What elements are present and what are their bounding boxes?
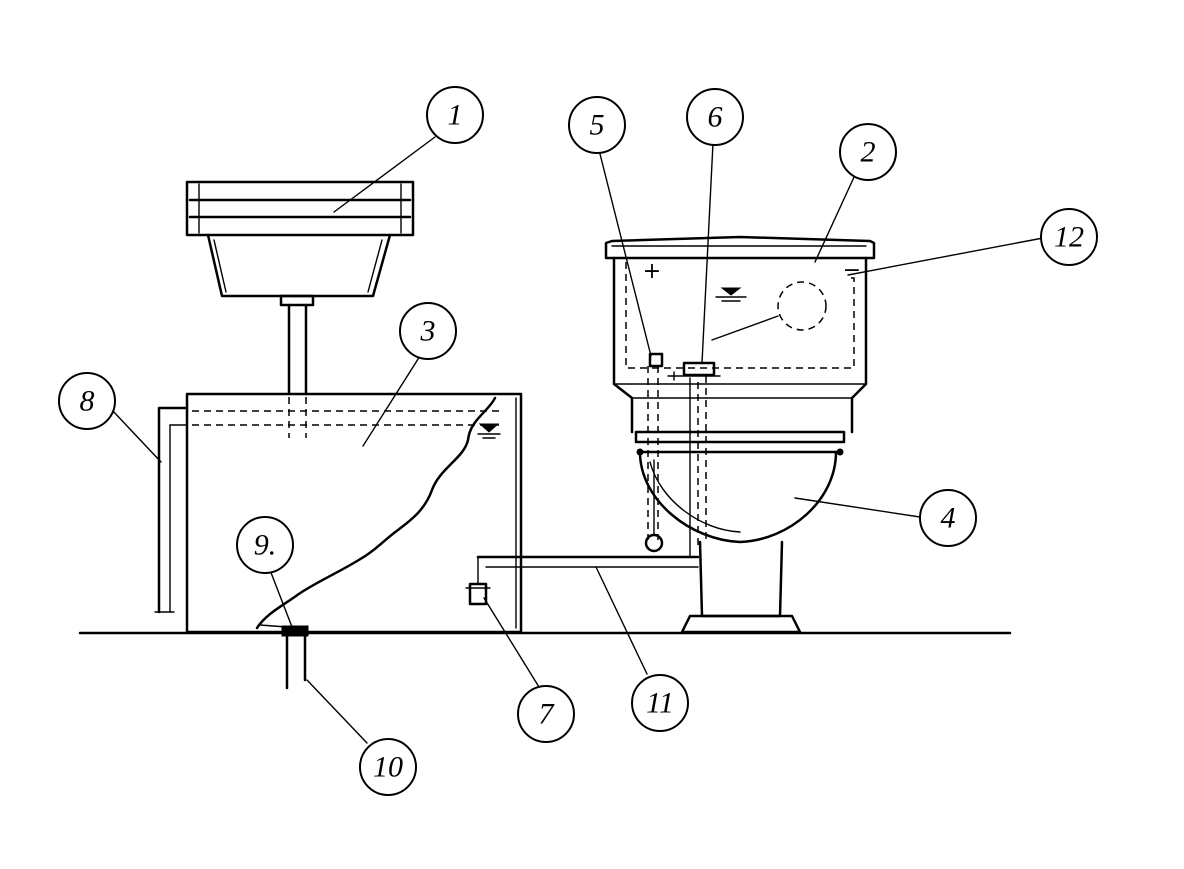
leader-9: [269, 569, 293, 628]
leader-7: [483, 597, 540, 688]
cistern-inner-tank: [625, 262, 855, 369]
fill-valve-6: [682, 361, 716, 377]
cistern-right-wall: [850, 256, 868, 434]
basin-bowl-inner-right: [367, 239, 383, 293]
callout-10: 10: [359, 738, 417, 796]
minus-sign: −: [843, 258, 861, 283]
leader-12: [847, 237, 1044, 276]
leader-8: [111, 409, 162, 463]
callout-5-label: 5: [590, 109, 605, 142]
bowl-body: [638, 450, 838, 544]
wash-basin: [185, 180, 415, 438]
callout-5: 5: [568, 96, 626, 154]
rim-bolt-right: [836, 448, 844, 456]
leader-lines: [111, 136, 1044, 744]
overflow-pipe: [154, 406, 189, 614]
switch-5: [648, 352, 664, 368]
toilet-cistern: + −: [604, 235, 876, 540]
cistern-lid: [604, 235, 876, 260]
callout-4-label: 4: [941, 502, 956, 535]
float-arm: [711, 315, 779, 341]
callout-10-label: 10: [373, 751, 403, 784]
bowl-inner-curve: [649, 461, 741, 533]
callout-6-label: 6: [708, 101, 723, 134]
pedestal: [698, 540, 784, 618]
leader-11: [595, 566, 648, 675]
water-level-symbol: [477, 423, 501, 439]
callout-2-label: 2: [861, 136, 876, 169]
callout-8: 8: [58, 372, 116, 430]
plus-sign: +: [643, 259, 661, 284]
cutaway-break-line: [255, 396, 497, 630]
leader-10: [306, 679, 368, 744]
leader-4: [794, 497, 921, 518]
callout-1: 1: [426, 86, 484, 144]
pump-and-supply: [465, 377, 700, 606]
callout-7: 7: [517, 685, 575, 743]
basin-bowl: [206, 233, 392, 298]
overflow-pipe-inner: [169, 424, 188, 613]
callout-6: 6: [686, 88, 744, 146]
leader-1: [333, 136, 436, 213]
grey-water-tank: [185, 392, 523, 634]
float-ball: [777, 281, 827, 331]
tank-body: [185, 392, 523, 634]
bowl-seat: [634, 430, 846, 444]
leader-6: [701, 142, 714, 364]
callout-11: 11: [631, 674, 689, 732]
cistern-water-level-symbol: [715, 287, 747, 302]
callout-12-label: 12: [1054, 221, 1084, 254]
callout-2: 2: [839, 123, 897, 181]
pedestal-base: [680, 614, 802, 634]
callout-3-label: 3: [420, 315, 436, 348]
pump: [468, 582, 488, 606]
callout-1-label: 1: [448, 99, 463, 132]
cistern-left-wall: [612, 256, 634, 434]
callout-9: 9.: [236, 516, 294, 574]
leader-3: [362, 355, 421, 447]
leader-2: [814, 174, 856, 263]
callout-9-label: 9.: [254, 529, 277, 562]
overflow-pipe-outer: [157, 406, 189, 614]
toilet-bowl: [634, 430, 846, 634]
drain-outlet: [281, 625, 309, 690]
leader-5: [598, 149, 652, 357]
callout-12: 12: [1040, 208, 1098, 266]
callout-11-label: 11: [646, 687, 674, 720]
callout-8-label: 8: [80, 385, 95, 418]
basin-drain-flange: [279, 294, 315, 307]
callout-4: 4: [919, 489, 977, 547]
callout-3: 3: [399, 302, 457, 360]
basin-bowl-inner-left: [213, 239, 227, 293]
callout-7-label: 7: [539, 698, 556, 731]
drain-valve: [281, 625, 309, 637]
basin-rim: [185, 180, 415, 237]
float-switch: [644, 533, 664, 553]
